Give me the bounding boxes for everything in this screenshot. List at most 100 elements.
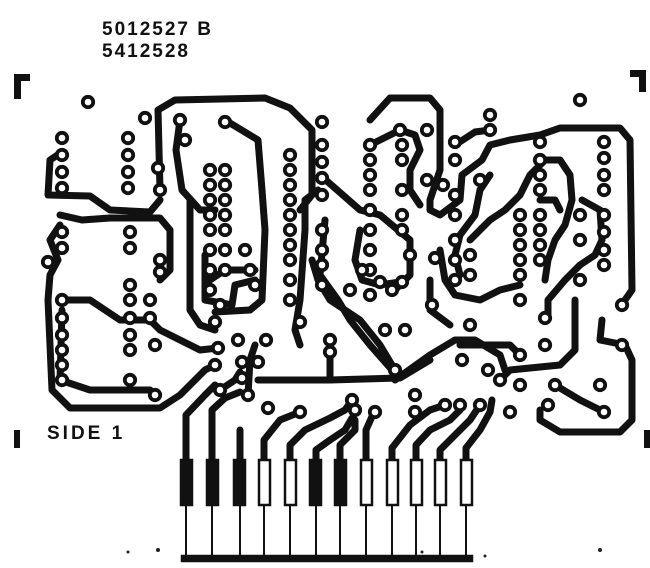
solder-pad: [447, 152, 463, 168]
solder-pad: [260, 400, 276, 416]
solder-pad: [342, 282, 358, 298]
solder-pad: [234, 370, 250, 386]
solder-pad: [147, 337, 163, 353]
solder-pad: [212, 382, 228, 398]
solder-pad: [502, 404, 518, 420]
solder-pad: [217, 242, 233, 258]
solder-pad: [217, 162, 233, 178]
solder-pad: [592, 377, 608, 393]
solder-pad: [394, 207, 410, 223]
solder-pad: [462, 317, 478, 333]
solder-pad: [377, 322, 393, 338]
solder-pad: [512, 207, 528, 223]
solder-pad: [435, 177, 451, 193]
solder-pad: [282, 252, 298, 268]
solder-pad: [212, 297, 228, 313]
solder-pad: [122, 277, 138, 293]
solder-pad: [54, 372, 70, 388]
solder-pad: [54, 327, 70, 343]
solder-pad: [40, 254, 56, 270]
solder-pad: [122, 240, 138, 256]
solder-pad: [437, 397, 453, 413]
registration-marks: [14, 70, 650, 448]
solder-pad: [137, 110, 153, 126]
solder-pad: [540, 397, 556, 413]
solder-pad: [122, 327, 138, 343]
edge-connector: [179, 458, 474, 563]
solder-pad: [314, 222, 330, 238]
solder-pad: [454, 352, 470, 368]
solder-pad: [54, 292, 70, 308]
solder-pad: [247, 277, 263, 293]
solder-pad: [532, 167, 548, 183]
solder-pad: [54, 357, 70, 373]
solder-pad: [532, 252, 548, 268]
solder-pad: [314, 154, 330, 170]
solder-pad: [122, 224, 138, 240]
solder-pad: [292, 314, 308, 330]
solder-pad: [282, 147, 298, 163]
solder-pad: [447, 187, 463, 203]
solder-pad: [537, 310, 553, 326]
solder-pad: [120, 147, 136, 163]
solder-pad: [596, 404, 612, 420]
solder-pad: [210, 340, 226, 356]
solder-pad: [54, 342, 70, 358]
solder-pad: [532, 207, 548, 223]
solder-pad: [532, 237, 548, 253]
solder-pad: [394, 152, 410, 168]
solder-pad: [282, 272, 298, 288]
solder-pad: [402, 247, 418, 263]
solder-pad: [282, 177, 298, 193]
pads: [40, 92, 630, 420]
solder-pad: [207, 314, 223, 330]
solder-pad: [142, 310, 158, 326]
solder-pad: [572, 232, 588, 248]
solder-pad: [152, 252, 168, 268]
solder-pad: [447, 252, 463, 268]
solder-pad: [217, 222, 233, 238]
solder-pad: [512, 377, 528, 393]
solder-pad: [547, 377, 563, 393]
artifact-marks: [126, 548, 602, 558]
solder-pad: [452, 397, 468, 413]
solder-pad: [54, 310, 70, 326]
solder-pad: [240, 387, 256, 403]
solder-pad: [172, 112, 188, 128]
solder-pad: [572, 92, 588, 108]
solder-pad: [314, 114, 330, 130]
solder-pad: [217, 177, 233, 193]
solder-pad: [572, 207, 588, 223]
solder-pad: [572, 272, 588, 288]
solder-pad: [282, 162, 298, 178]
solder-pad: [424, 297, 440, 313]
solder-pad: [447, 207, 463, 223]
solder-pad: [217, 207, 233, 223]
solder-pad: [237, 242, 253, 258]
solder-pad: [407, 387, 423, 403]
solder-pad: [394, 137, 410, 153]
solder-pad: [202, 282, 218, 298]
solder-pad: [202, 162, 218, 178]
solder-pad: [202, 242, 218, 258]
solder-pad: [207, 357, 223, 373]
solder-pad: [447, 134, 463, 150]
solder-pad: [447, 232, 463, 248]
solder-pad: [596, 182, 612, 198]
solder-pad: [292, 404, 308, 420]
solder-pad: [202, 262, 218, 278]
solder-pad: [120, 130, 136, 146]
solder-pad: [150, 160, 166, 176]
solder-pad: [122, 292, 138, 308]
solder-pad: [202, 207, 218, 223]
solder-pad: [354, 262, 370, 278]
solder-pad: [387, 362, 403, 378]
solder-pad: [394, 222, 410, 238]
solder-pad: [152, 264, 168, 280]
solder-pad: [512, 237, 528, 253]
solder-pad: [177, 132, 193, 148]
solder-pad: [217, 114, 233, 130]
solder-pad: [202, 192, 218, 208]
